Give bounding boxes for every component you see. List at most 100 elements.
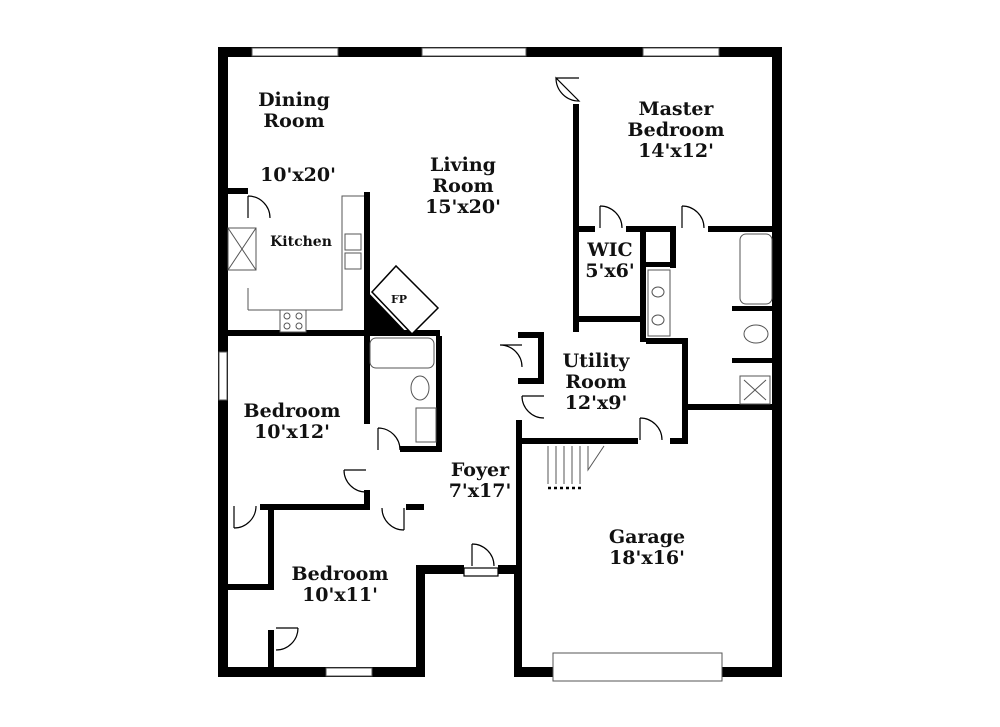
- fireplace-label: FP: [391, 293, 407, 306]
- wall-closet-1: [224, 584, 274, 590]
- wall-bath-south: [400, 446, 442, 452]
- burner-4: [295, 322, 303, 330]
- wall-wic-east: [640, 226, 646, 342]
- doors: [233, 76, 705, 651]
- garage-door: [552, 652, 723, 682]
- wall-bath-east: [436, 336, 442, 448]
- kitchen-label: Kitchen: [270, 234, 332, 250]
- bedroom-2-label: Bedroom: [292, 563, 389, 585]
- windows: [218, 47, 723, 682]
- living-room-size: 15'x20': [425, 196, 501, 218]
- wall-wic-bath: [646, 262, 674, 267]
- front-threshold: [463, 567, 499, 577]
- wall-bedroom2-west-2: [268, 630, 274, 670]
- door-front: [471, 543, 495, 567]
- wall-entry-left: [416, 565, 464, 574]
- utility-room-label-1: Utility: [563, 350, 631, 372]
- vanity-master: [647, 269, 671, 337]
- window-bedroom2: [325, 667, 373, 677]
- door-kitchen-pantry: [247, 195, 271, 219]
- wall-utility-south: [518, 438, 638, 444]
- room-labels: Dining Room 10'x20' Kitchen Living Room …: [244, 89, 725, 606]
- wall-entry-right: [498, 565, 520, 574]
- fireplace-box: [370, 264, 440, 336]
- shower-lines: [743, 379, 767, 401]
- burner-3: [283, 322, 291, 330]
- door-living-master: [555, 76, 581, 102]
- toilet-master: [743, 324, 769, 344]
- dining-room-label-1: Dining: [258, 89, 330, 111]
- kitchen-counter: [247, 195, 364, 311]
- dining-room-label-2: Room: [263, 110, 324, 132]
- vanity-sink-1: [651, 286, 665, 298]
- door-garage: [639, 417, 663, 441]
- door-wic: [599, 205, 623, 229]
- wall-utility-west-3: [518, 378, 544, 384]
- wall-bath-west: [670, 226, 676, 268]
- wall-garage-left: [514, 565, 522, 677]
- stove: [279, 309, 307, 333]
- wall-bedroom1-east-2: [364, 490, 370, 510]
- master-bedroom-label-1: Master: [639, 98, 715, 120]
- foyer-label: Foyer: [451, 459, 510, 481]
- door-bedroom2-closet: [275, 627, 299, 651]
- wall-foyer-east: [516, 420, 522, 570]
- wall-bath-tub: [732, 306, 776, 311]
- kitchen-sink-2: [344, 252, 362, 270]
- window-bedroom1: [218, 351, 228, 401]
- bathtub-master: [739, 233, 773, 305]
- wic-size: 5'x6': [585, 260, 634, 282]
- wall-laundry-south: [646, 338, 686, 344]
- wall-hall-east: [406, 504, 424, 510]
- dining-room-size: 10'x20': [260, 164, 336, 186]
- bedroom-1-size: 10'x12': [254, 421, 330, 443]
- door-utility: [499, 344, 523, 368]
- wall-bedroom1-east: [364, 336, 370, 424]
- foyer-size: 7'x17': [449, 480, 512, 502]
- fixtures: [227, 195, 773, 490]
- bathtub-hall: [369, 337, 435, 369]
- utility-room-label-2: Room: [565, 371, 626, 393]
- bedroom-1-label: Bedroom: [244, 400, 341, 422]
- wall-bath-toilet: [732, 358, 776, 363]
- door-bedroom1-closet: [233, 505, 257, 529]
- burner-2: [295, 312, 303, 320]
- door-master-bath: [681, 205, 705, 229]
- bedroom-2-size: 10'x11': [302, 584, 378, 606]
- wall-utility-west-2: [538, 332, 544, 382]
- wall-kitchen-north: [218, 188, 248, 194]
- wall-utility-south-2: [670, 438, 688, 444]
- window-living: [421, 47, 527, 57]
- wall-master-south-2: [626, 226, 676, 232]
- wall-master-west: [573, 104, 579, 332]
- toilet-hall: [410, 375, 430, 401]
- door-utility-2: [521, 395, 545, 419]
- kitchen-sink-1: [344, 233, 362, 251]
- wall-laundry-east: [682, 338, 688, 442]
- master-bedroom-size: 14'x12': [638, 140, 714, 162]
- wic-label: WIC: [586, 239, 632, 261]
- wall-master-south-3: [708, 226, 776, 232]
- wall-kitchen-east: [364, 192, 370, 330]
- utility-room-size: 12'x9': [565, 392, 628, 414]
- wall-kitchen-south: [218, 330, 366, 336]
- wall-utility-west-1: [518, 332, 542, 338]
- living-room-label-2: Room: [432, 175, 493, 197]
- wall-bedroom2-west: [268, 504, 274, 584]
- garage-label: Garage: [609, 526, 685, 548]
- vanity-sink-2: [651, 314, 665, 326]
- window-dining: [251, 47, 339, 57]
- fridge-x: [227, 227, 257, 271]
- burner-1: [283, 312, 291, 320]
- wall-bottom-left: [218, 667, 425, 677]
- master-bedroom-label-2: Bedroom: [628, 119, 725, 141]
- door-bedroom2: [381, 507, 405, 531]
- wall-garage-north: [684, 404, 776, 410]
- sink-hall: [415, 407, 437, 443]
- living-room-label-1: Living: [430, 154, 496, 176]
- window-master: [642, 47, 720, 57]
- wall-bedroom1-south: [260, 504, 370, 510]
- wall-utility-north: [573, 316, 646, 322]
- door-bath: [377, 427, 401, 451]
